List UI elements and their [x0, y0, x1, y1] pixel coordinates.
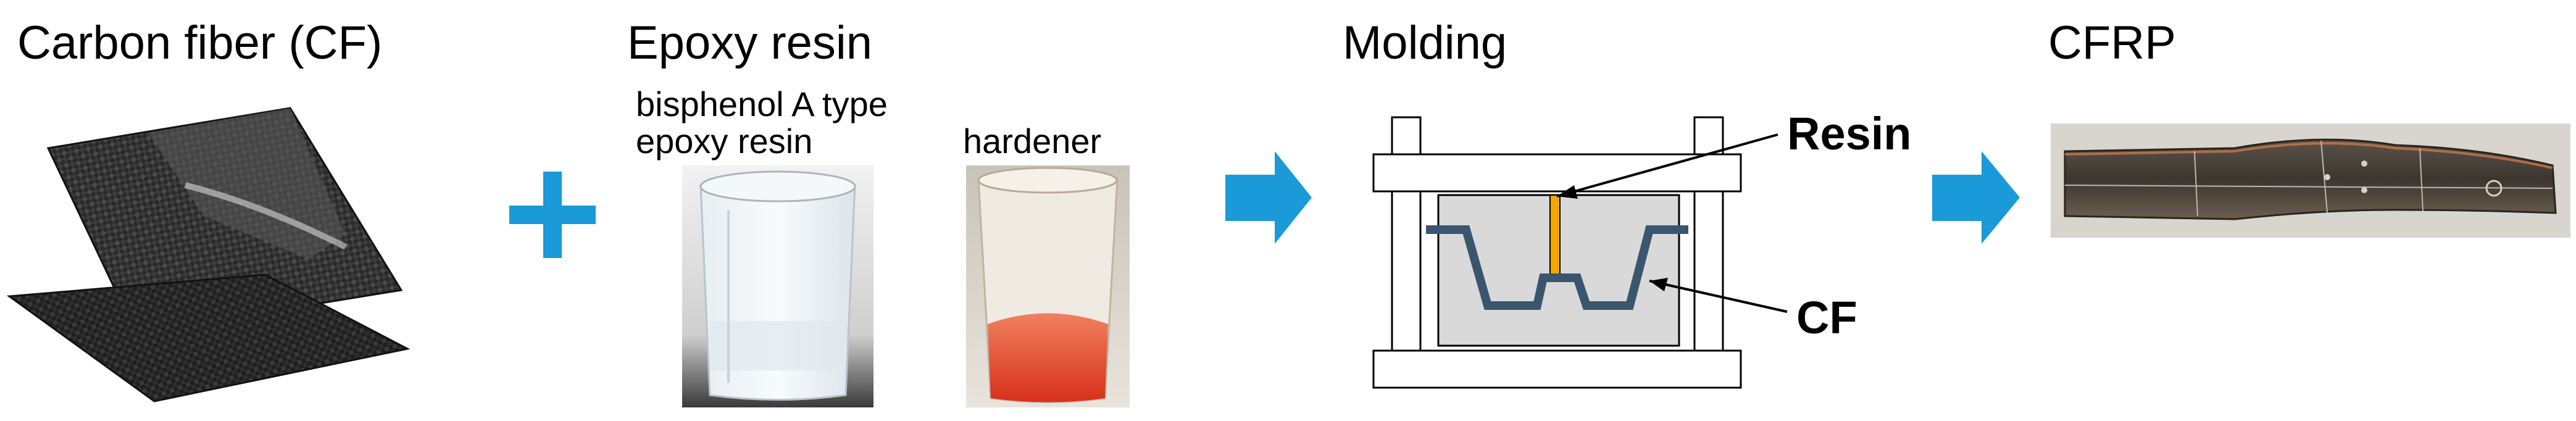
label-cf: CF — [1796, 292, 1857, 343]
heading-cfrp: CFRP — [2048, 17, 2176, 69]
label-bisphenol-line2: epoxy resin — [636, 122, 813, 160]
carbon-fiber-image — [6, 107, 411, 402]
right-arrow-icon — [1225, 151, 1312, 244]
cfrp-part-image — [2051, 123, 2570, 238]
right-arrow-icon — [1932, 151, 2020, 244]
hardener-cup-image — [966, 165, 1130, 407]
heading-carbon-fiber: Carbon fiber (CF) — [17, 17, 383, 69]
mold-diagram — [1372, 116, 1788, 389]
resin-gate — [1549, 194, 1561, 276]
heading-molding: Molding — [1343, 17, 1507, 69]
label-bisphenol-line1: bisphenol A type — [636, 85, 888, 123]
label-hardener: hardener — [963, 122, 1102, 160]
epoxy-resin-cup-image — [682, 165, 873, 407]
heading-epoxy-resin: Epoxy resin — [627, 17, 873, 69]
plus-icon — [509, 172, 596, 258]
label-resin: Resin — [1787, 108, 1912, 159]
carbon-fiber-layup — [1426, 225, 1688, 310]
